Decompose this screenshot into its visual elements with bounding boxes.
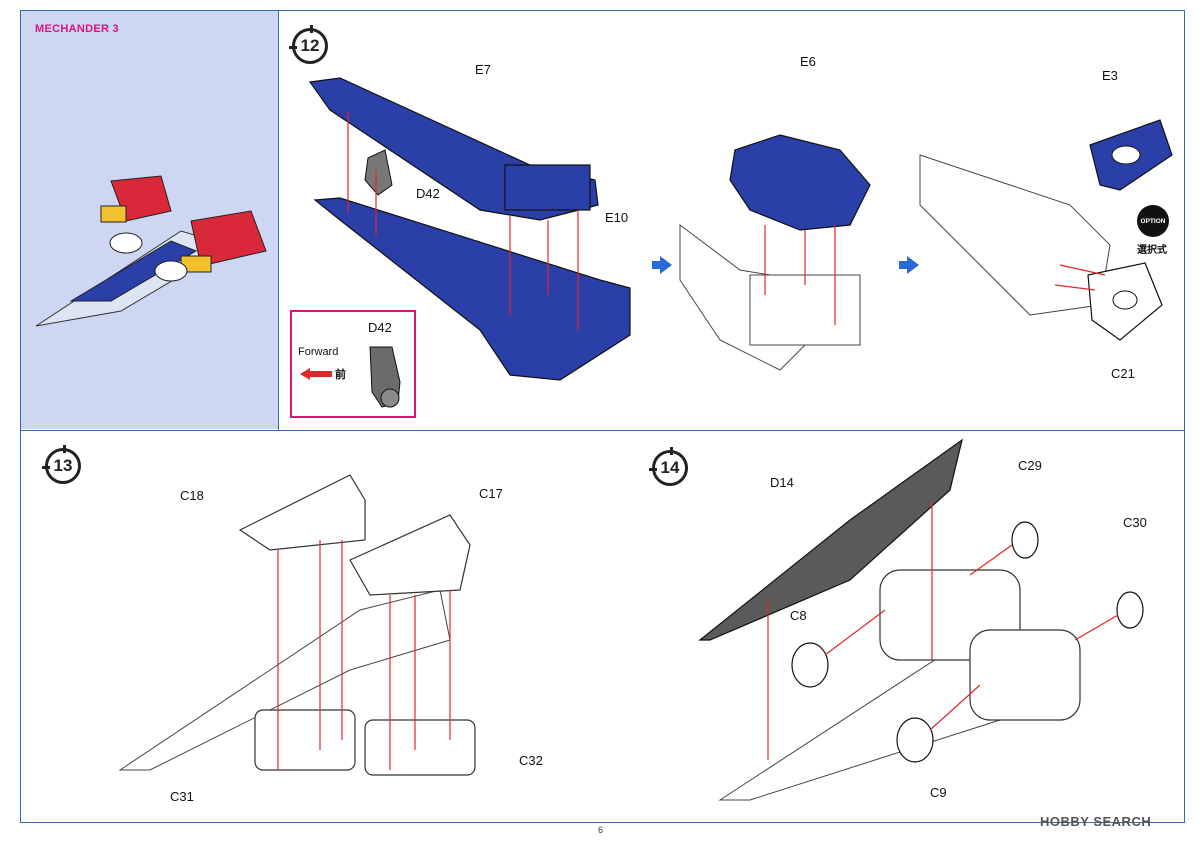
label-e10: E10 xyxy=(605,210,629,225)
label-c30: C30 xyxy=(1123,515,1147,530)
label-c32: C32 xyxy=(519,753,543,768)
step-13-icon: 13 xyxy=(42,445,81,484)
completed-model-panel: MECHANDER 3 xyxy=(21,11,278,429)
label-e6: E6 xyxy=(800,54,816,69)
instruction-frame xyxy=(20,10,1185,823)
forward-arrow-icon xyxy=(300,368,332,380)
label-d14: D14 xyxy=(770,475,794,490)
blue-arrow-icon xyxy=(652,256,672,274)
forward-label: Forward xyxy=(298,346,339,358)
page-number: 6 xyxy=(598,825,604,835)
label-e7: E7 xyxy=(475,62,491,77)
step14-parts-illustration xyxy=(698,438,1144,801)
completed-jet-illustration xyxy=(35,175,267,327)
label-c31: C31 xyxy=(170,789,194,804)
step12-parts-illustration xyxy=(308,77,631,381)
step12-e3-c21-illustration xyxy=(919,119,1173,341)
label-d42: D42 xyxy=(416,186,440,201)
step13-parts-illustration xyxy=(118,474,476,776)
detail-part-label: D42 xyxy=(368,320,392,335)
section-divider-vertical xyxy=(278,10,279,430)
option-icon: OPTION xyxy=(1137,205,1169,237)
label-c8: C8 xyxy=(790,608,807,623)
forward-jp-label: 前 xyxy=(335,369,346,381)
label-e3: E3 xyxy=(1102,68,1118,83)
label-c21: C21 xyxy=(1111,366,1135,381)
label-c29: C29 xyxy=(1018,458,1042,473)
step12-e6-illustration xyxy=(679,134,871,371)
section-divider-horizontal xyxy=(20,430,1185,431)
label-c17: C17 xyxy=(479,486,503,501)
watermark-logo: HOBBY SEARCH xyxy=(1040,814,1152,829)
step-14-icon: 14 xyxy=(649,447,688,486)
d42-orientation-detail: D42 Forward 前 xyxy=(290,310,416,418)
label-c9: C9 xyxy=(930,785,947,800)
model-title: MECHANDER 3 xyxy=(35,23,119,35)
step-12-icon: 12 xyxy=(289,25,328,64)
option-label: 選択式 xyxy=(1137,245,1167,256)
blue-arrow-icon xyxy=(899,256,919,274)
d42-part-illustration xyxy=(369,346,401,408)
label-c18: C18 xyxy=(180,488,204,503)
